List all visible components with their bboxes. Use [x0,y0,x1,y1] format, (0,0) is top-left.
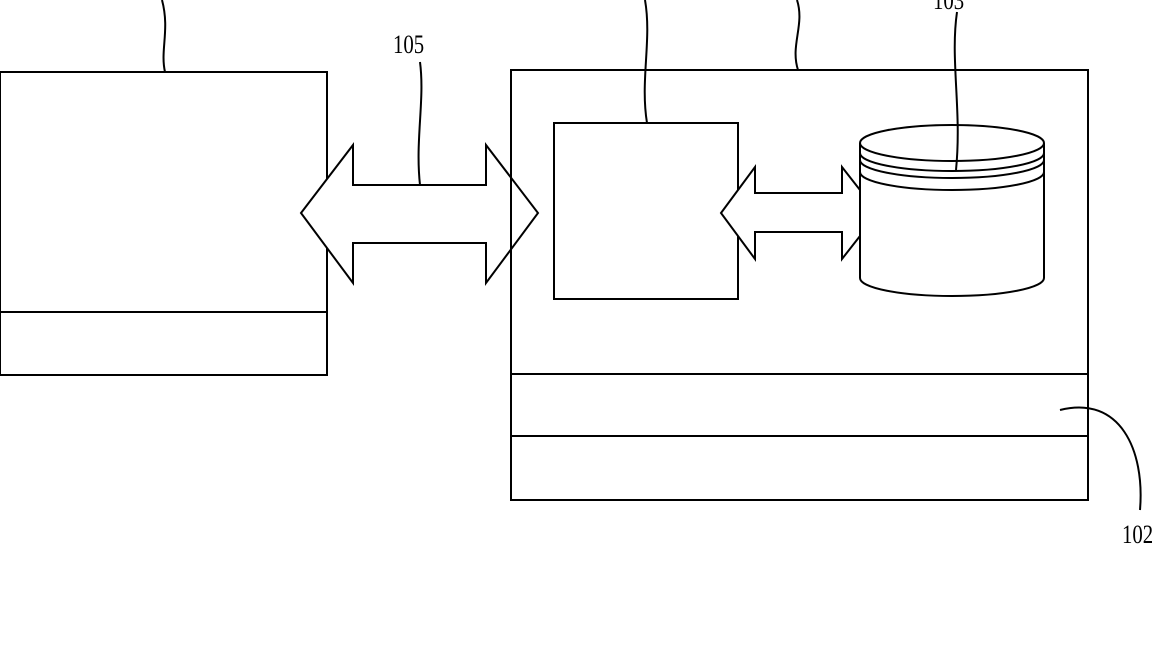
left-device-box [0,71,328,376]
layer-label: 102 [1122,520,1154,549]
storage-leader [953,11,959,171]
right-device-box [510,69,1089,501]
storage-cylinder [859,124,1045,297]
inner-double-arrow [719,163,880,263]
layer-leader [1059,406,1142,511]
storage-label: 103 [933,0,965,15]
right-device-leader [794,0,801,71]
bus-label: 105 [393,30,425,59]
bus-double-arrow [299,142,540,287]
left-device-leader [161,0,167,73]
processor-leader [643,0,649,124]
bus-leader [417,61,423,186]
processor-box [553,122,739,300]
